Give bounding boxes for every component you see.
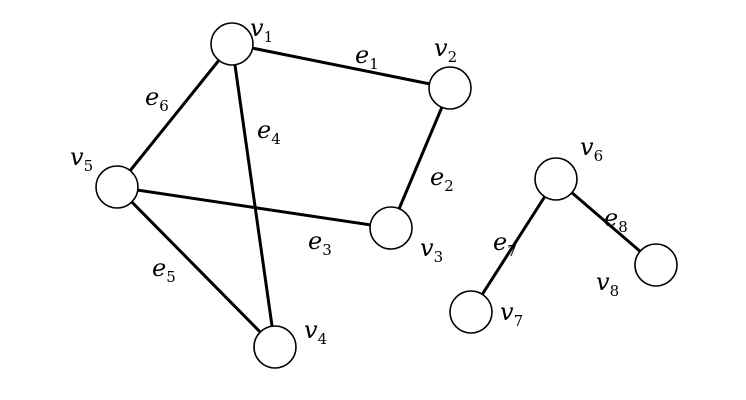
edge-label-e4: e4 [257, 116, 281, 148]
edge-e6 [115, 42, 234, 189]
edge-label-e6: e6 [145, 83, 169, 115]
vertex-v6 [534, 157, 578, 201]
vertex-label-v5-subscript: 5 [84, 157, 94, 175]
edge-label-e4-subscript: 4 [271, 130, 281, 148]
vertex-label-v4-base: v [304, 316, 318, 344]
vertex-label-v6: v6 [580, 133, 603, 165]
vertex-v3 [369, 206, 413, 250]
edge-label-e8-base: e [604, 204, 618, 232]
edge-label-e5-subscript: 5 [166, 268, 176, 286]
edge-e5 [115, 185, 277, 349]
edge-label-e5-base: e [152, 254, 166, 282]
edge-label-e6-subscript: 6 [159, 97, 169, 115]
edge-label-e5: e5 [152, 254, 176, 286]
vertex-label-v8: v8 [596, 268, 619, 300]
vertex-label-v5: v5 [70, 143, 93, 175]
vertex-label-v8-subscript: 8 [610, 282, 620, 300]
vertex-v1 [210, 22, 254, 66]
edges-layer [115, 42, 658, 349]
vertex-label-v1-subscript: 1 [264, 28, 274, 46]
vertex-label-v1: v1 [250, 14, 273, 46]
edge-label-e7-subscript: 7 [507, 242, 517, 260]
vertex-label-v4: v4 [304, 316, 327, 348]
edge-label-e8: e8 [604, 204, 628, 236]
edge-label-e4-base: e [257, 116, 271, 144]
vertex-v2 [428, 66, 472, 110]
vertex-label-v3-subscript: 3 [434, 248, 444, 266]
vertex-label-v5-base: v [70, 143, 84, 171]
edge-e4 [230, 42, 277, 349]
edge-label-e2-subscript: 2 [444, 177, 454, 195]
edge-e7 [469, 177, 558, 314]
edge-e8 [554, 177, 658, 267]
vertex-v4 [253, 325, 297, 369]
edge-label-e7-base: e [493, 228, 507, 256]
vertex-v7 [449, 290, 493, 334]
edge-e2 [389, 86, 452, 230]
edge-label-e2: e2 [430, 163, 454, 195]
vertex-label-v4-subscript: 4 [318, 330, 328, 348]
vertex-label-v2-subscript: 2 [448, 48, 458, 66]
edge-label-e1-base: e [355, 41, 369, 69]
edge-label-e3: e3 [308, 227, 332, 259]
vertex-label-v8-base: v [596, 268, 610, 296]
vertex-label-v2: v2 [434, 34, 457, 66]
edge-label-e6-base: e [145, 83, 159, 111]
vertex-label-v7-base: v [500, 298, 514, 326]
edge-label-e3-base: e [308, 227, 322, 255]
vertex-label-v7: v7 [500, 298, 523, 330]
edge-label-e8-subscript: 8 [618, 218, 628, 236]
vertex-v5 [95, 165, 139, 209]
vertex-label-v1-base: v [250, 14, 264, 42]
vertex-v8 [634, 243, 678, 287]
vertex-label-v6-subscript: 6 [594, 147, 604, 165]
edge-label-e1: e1 [355, 41, 379, 73]
edge-label-e3-subscript: 3 [322, 241, 332, 259]
nodes-layer [95, 22, 678, 369]
vertex-label-v2-base: v [434, 34, 448, 62]
edge-label-e7: e7 [493, 228, 517, 260]
vertex-label-v7-subscript: 7 [514, 312, 524, 330]
vertex-label-v3-base: v [420, 234, 434, 262]
edge-e1 [230, 42, 452, 90]
vertex-label-v3: v3 [420, 234, 443, 266]
vertex-label-v6-base: v [580, 133, 594, 161]
edge-label-e1-subscript: 1 [369, 55, 379, 73]
edge-label-e2-base: e [430, 163, 444, 191]
